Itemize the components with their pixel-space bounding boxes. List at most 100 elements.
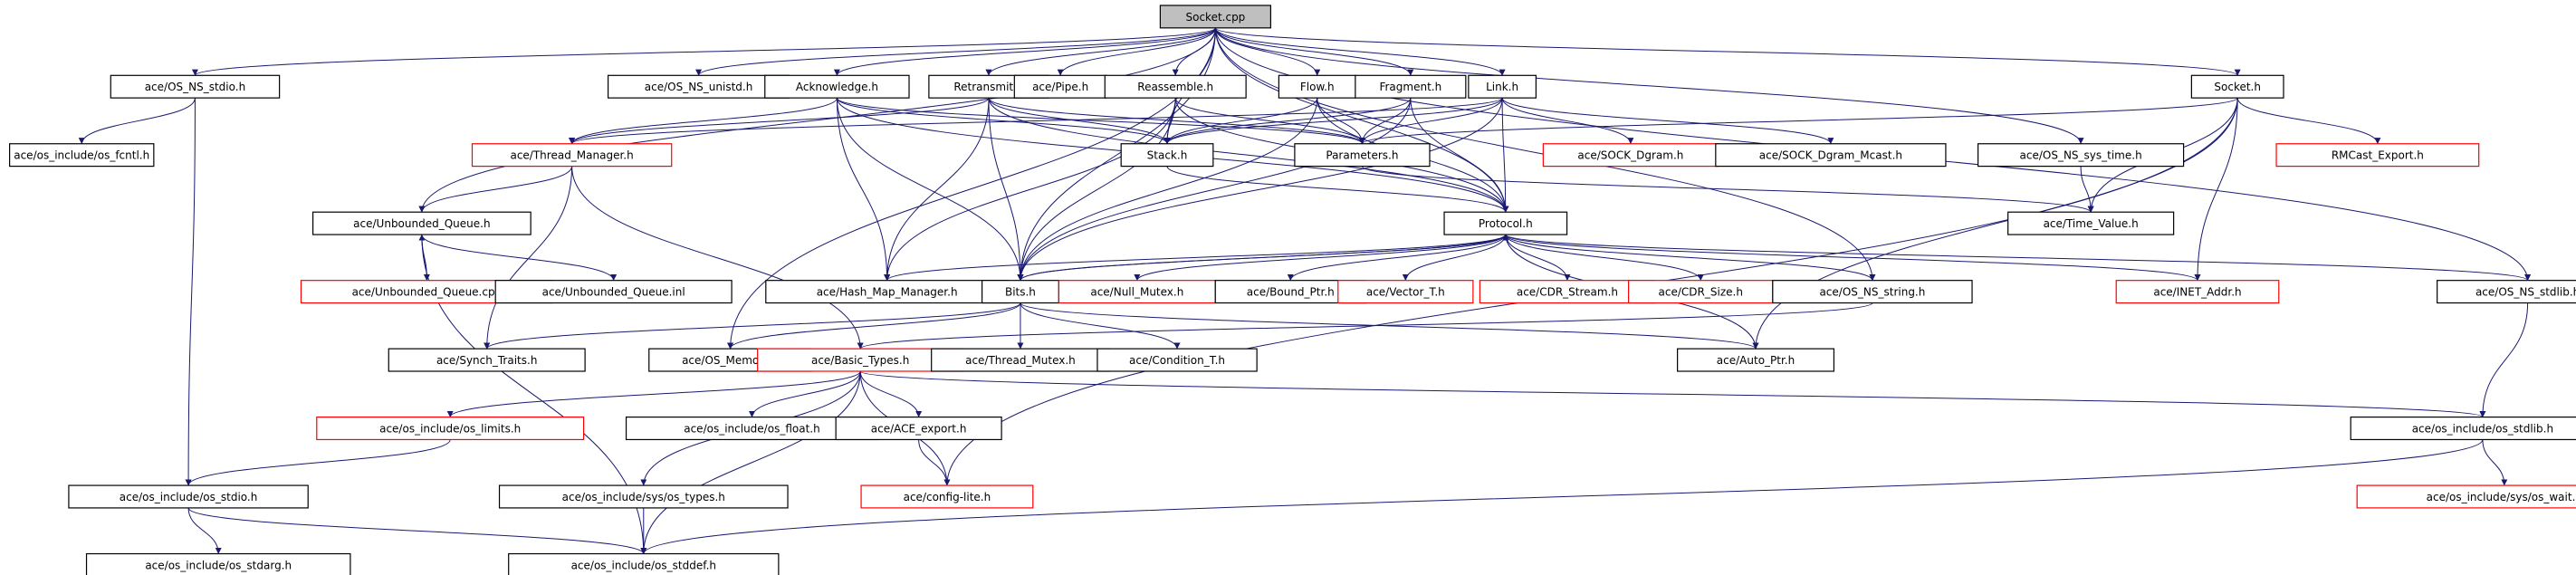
node-box[interactable] <box>311 211 531 235</box>
node-box[interactable] <box>2275 143 2480 168</box>
node-box[interactable] <box>1096 348 1258 372</box>
node-unbounded_queue_inl[interactable]: ace/Unbounded_Queue.inl <box>494 280 733 304</box>
node-label: ace/Auto_Ptr.h <box>1717 354 1795 367</box>
edge-os_stdio_inc-to-os_stdarg <box>187 507 222 554</box>
node-box[interactable] <box>1159 5 1271 29</box>
node-sock_dgram[interactable]: ace/SOCK_Dgram.h <box>1542 143 1719 168</box>
node-box[interactable] <box>1120 143 1214 168</box>
node-os_ns_stdlib[interactable]: ace/OS_NS_stdlib.h <box>2437 280 2576 304</box>
node-link[interactable]: Link.h <box>1468 74 1537 99</box>
node-cdr_size[interactable]: ace/CDR_Size.h <box>1628 280 1774 304</box>
edge-fragment-to-stack <box>1164 97 1412 145</box>
node-protocol[interactable]: Protocol.h <box>1443 211 1568 235</box>
node-box[interactable] <box>494 280 733 304</box>
edge-os_stdio_inc-to-os_stddef <box>187 507 647 554</box>
node-os_ns_unistd[interactable]: ace/OS_NS_unistd.h <box>608 74 790 99</box>
node-os_limits[interactable]: ace/os_include/os_limits.h <box>316 417 585 441</box>
node-label: Socket.cpp <box>1185 11 1245 24</box>
node-box[interactable] <box>2190 74 2284 99</box>
node-socket_h[interactable]: Socket.h <box>2190 74 2284 99</box>
node-os_ns_sys_time[interactable]: ace/OS_NS_sys_time.h <box>1977 143 2185 168</box>
node-box[interactable] <box>508 552 780 575</box>
node-box[interactable] <box>931 348 1110 372</box>
node-stack[interactable]: Stack.h <box>1120 143 1214 168</box>
node-thread_mutex[interactable]: ace/Thread_Mutex.h <box>931 348 1110 372</box>
node-os_stdlib_inc[interactable]: ace/os_include/os_stdlib.h <box>2350 417 2576 441</box>
node-socket_cpp[interactable]: Socket.cpp <box>1159 5 1271 29</box>
node-box[interactable] <box>2115 280 2280 304</box>
node-box[interactable] <box>1977 143 2185 168</box>
node-os_stdio_inc[interactable]: ace/os_include/os_stdio.h <box>68 484 309 509</box>
node-os_stddef[interactable]: ace/os_include/os_stddef.h <box>508 552 780 575</box>
node-box[interactable] <box>981 280 1059 304</box>
node-label: ace/os_include/os_stdio.h <box>120 491 258 503</box>
node-vector_t[interactable]: ace/Vector_T.h <box>1337 280 1474 304</box>
node-box[interactable] <box>68 484 309 509</box>
node-box[interactable] <box>1542 143 1719 168</box>
node-fragment[interactable]: Fragment.h <box>1355 74 1467 99</box>
node-ace_export[interactable]: ace/ACE_export.h <box>835 417 1002 441</box>
node-pipe[interactable]: ace/Pipe.h <box>1013 74 1107 99</box>
node-box[interactable] <box>498 484 789 509</box>
node-reassemble[interactable]: Reassemble.h <box>1104 74 1247 99</box>
edge-flow-to-stack <box>1164 98 1318 145</box>
node-parameters[interactable]: Parameters.h <box>1294 143 1431 168</box>
node-box[interactable] <box>2350 417 2576 441</box>
node-hash_map_manager[interactable]: ace/Hash_Map_Manager.h <box>765 280 1010 304</box>
node-config_lite[interactable]: ace/config-lite.h <box>860 484 1034 509</box>
node-box[interactable] <box>9 143 155 168</box>
edge-unbounded_queue_cpp-to-unbounded_queue_h <box>418 234 427 281</box>
node-unbounded_queue_h[interactable]: ace/Unbounded_Queue.h <box>311 211 531 235</box>
edge-link-to-protocol <box>1501 98 1509 213</box>
node-os_ns_string[interactable]: ace/OS_NS_string.h <box>1772 280 1973 304</box>
node-rmcast_export[interactable]: RMCast_Export.h <box>2275 143 2480 168</box>
node-box[interactable] <box>85 552 351 575</box>
node-acknowledge[interactable]: Acknowledge.h <box>764 74 910 99</box>
node-box[interactable] <box>1715 143 1947 168</box>
node-os_types[interactable]: ace/os_include/sys/os_types.h <box>498 484 789 509</box>
node-box[interactable] <box>1104 74 1247 99</box>
node-box[interactable] <box>1772 280 1973 304</box>
node-auto_ptr[interactable]: ace/Auto_Ptr.h <box>1677 348 1835 372</box>
node-bits[interactable]: Bits.h <box>981 280 1059 304</box>
node-box[interactable] <box>608 74 790 99</box>
node-box[interactable] <box>1479 280 1656 304</box>
edge-socket_cpp-to-os_ns_unistd <box>695 27 1216 76</box>
node-box[interactable] <box>1468 74 1537 99</box>
node-os_stdarg[interactable]: ace/os_include/os_stdarg.h <box>85 552 351 575</box>
node-cdr_stream[interactable]: ace/CDR_Stream.h <box>1479 280 1656 304</box>
node-box[interactable] <box>2356 484 2576 509</box>
node-thread_manager[interactable]: ace/Thread_Manager.h <box>471 143 673 168</box>
node-os_fcntl[interactable]: ace/os_include/os_fcntl.h <box>9 143 155 168</box>
node-box[interactable] <box>764 74 910 99</box>
node-box[interactable] <box>860 484 1034 509</box>
node-synch_traits[interactable]: ace/Synch_Traits.h <box>388 348 586 372</box>
node-box[interactable] <box>835 417 1002 441</box>
node-os_ns_stdio[interactable]: ace/OS_NS_stdio.h <box>110 74 281 99</box>
edge-stack-to-protocol <box>1166 166 1509 213</box>
node-box[interactable] <box>471 143 673 168</box>
node-box[interactable] <box>316 417 585 441</box>
node-sock_dgram_mcast[interactable]: ace/SOCK_Dgram_Mcast.h <box>1715 143 1947 168</box>
edge-basic_types-to-os_stdlib_inc <box>859 370 2485 418</box>
node-inet_addr[interactable]: ace/INET_Addr.h <box>2115 280 2280 304</box>
node-os_wait[interactable]: ace/os_include/sys/os_wait.h <box>2356 484 2576 509</box>
node-box[interactable] <box>1013 74 1107 99</box>
node-box[interactable] <box>1443 211 1568 235</box>
node-box[interactable] <box>1355 74 1467 99</box>
node-box[interactable] <box>1337 280 1474 304</box>
node-time_value[interactable]: ace/Time_Value.h <box>2007 211 2175 235</box>
node-flow[interactable]: Flow.h <box>1278 74 1356 99</box>
node-layer: Socket.cpp ace/OS_NS_stdio.h ace/OS_NS_uni… <box>9 5 2576 575</box>
node-box[interactable] <box>1278 74 1356 99</box>
node-box[interactable] <box>388 348 586 372</box>
node-box[interactable] <box>1677 348 1835 372</box>
node-box[interactable] <box>110 74 281 99</box>
node-condition_t[interactable]: ace/Condition_T.h <box>1096 348 1258 372</box>
node-box[interactable] <box>1628 280 1774 304</box>
node-box[interactable] <box>2437 280 2576 304</box>
node-box[interactable] <box>1294 143 1431 168</box>
node-box[interactable] <box>765 280 1010 304</box>
node-null_mutex[interactable]: ace/Null_Mutex.h <box>1058 280 1216 304</box>
node-box[interactable] <box>2007 211 2175 235</box>
